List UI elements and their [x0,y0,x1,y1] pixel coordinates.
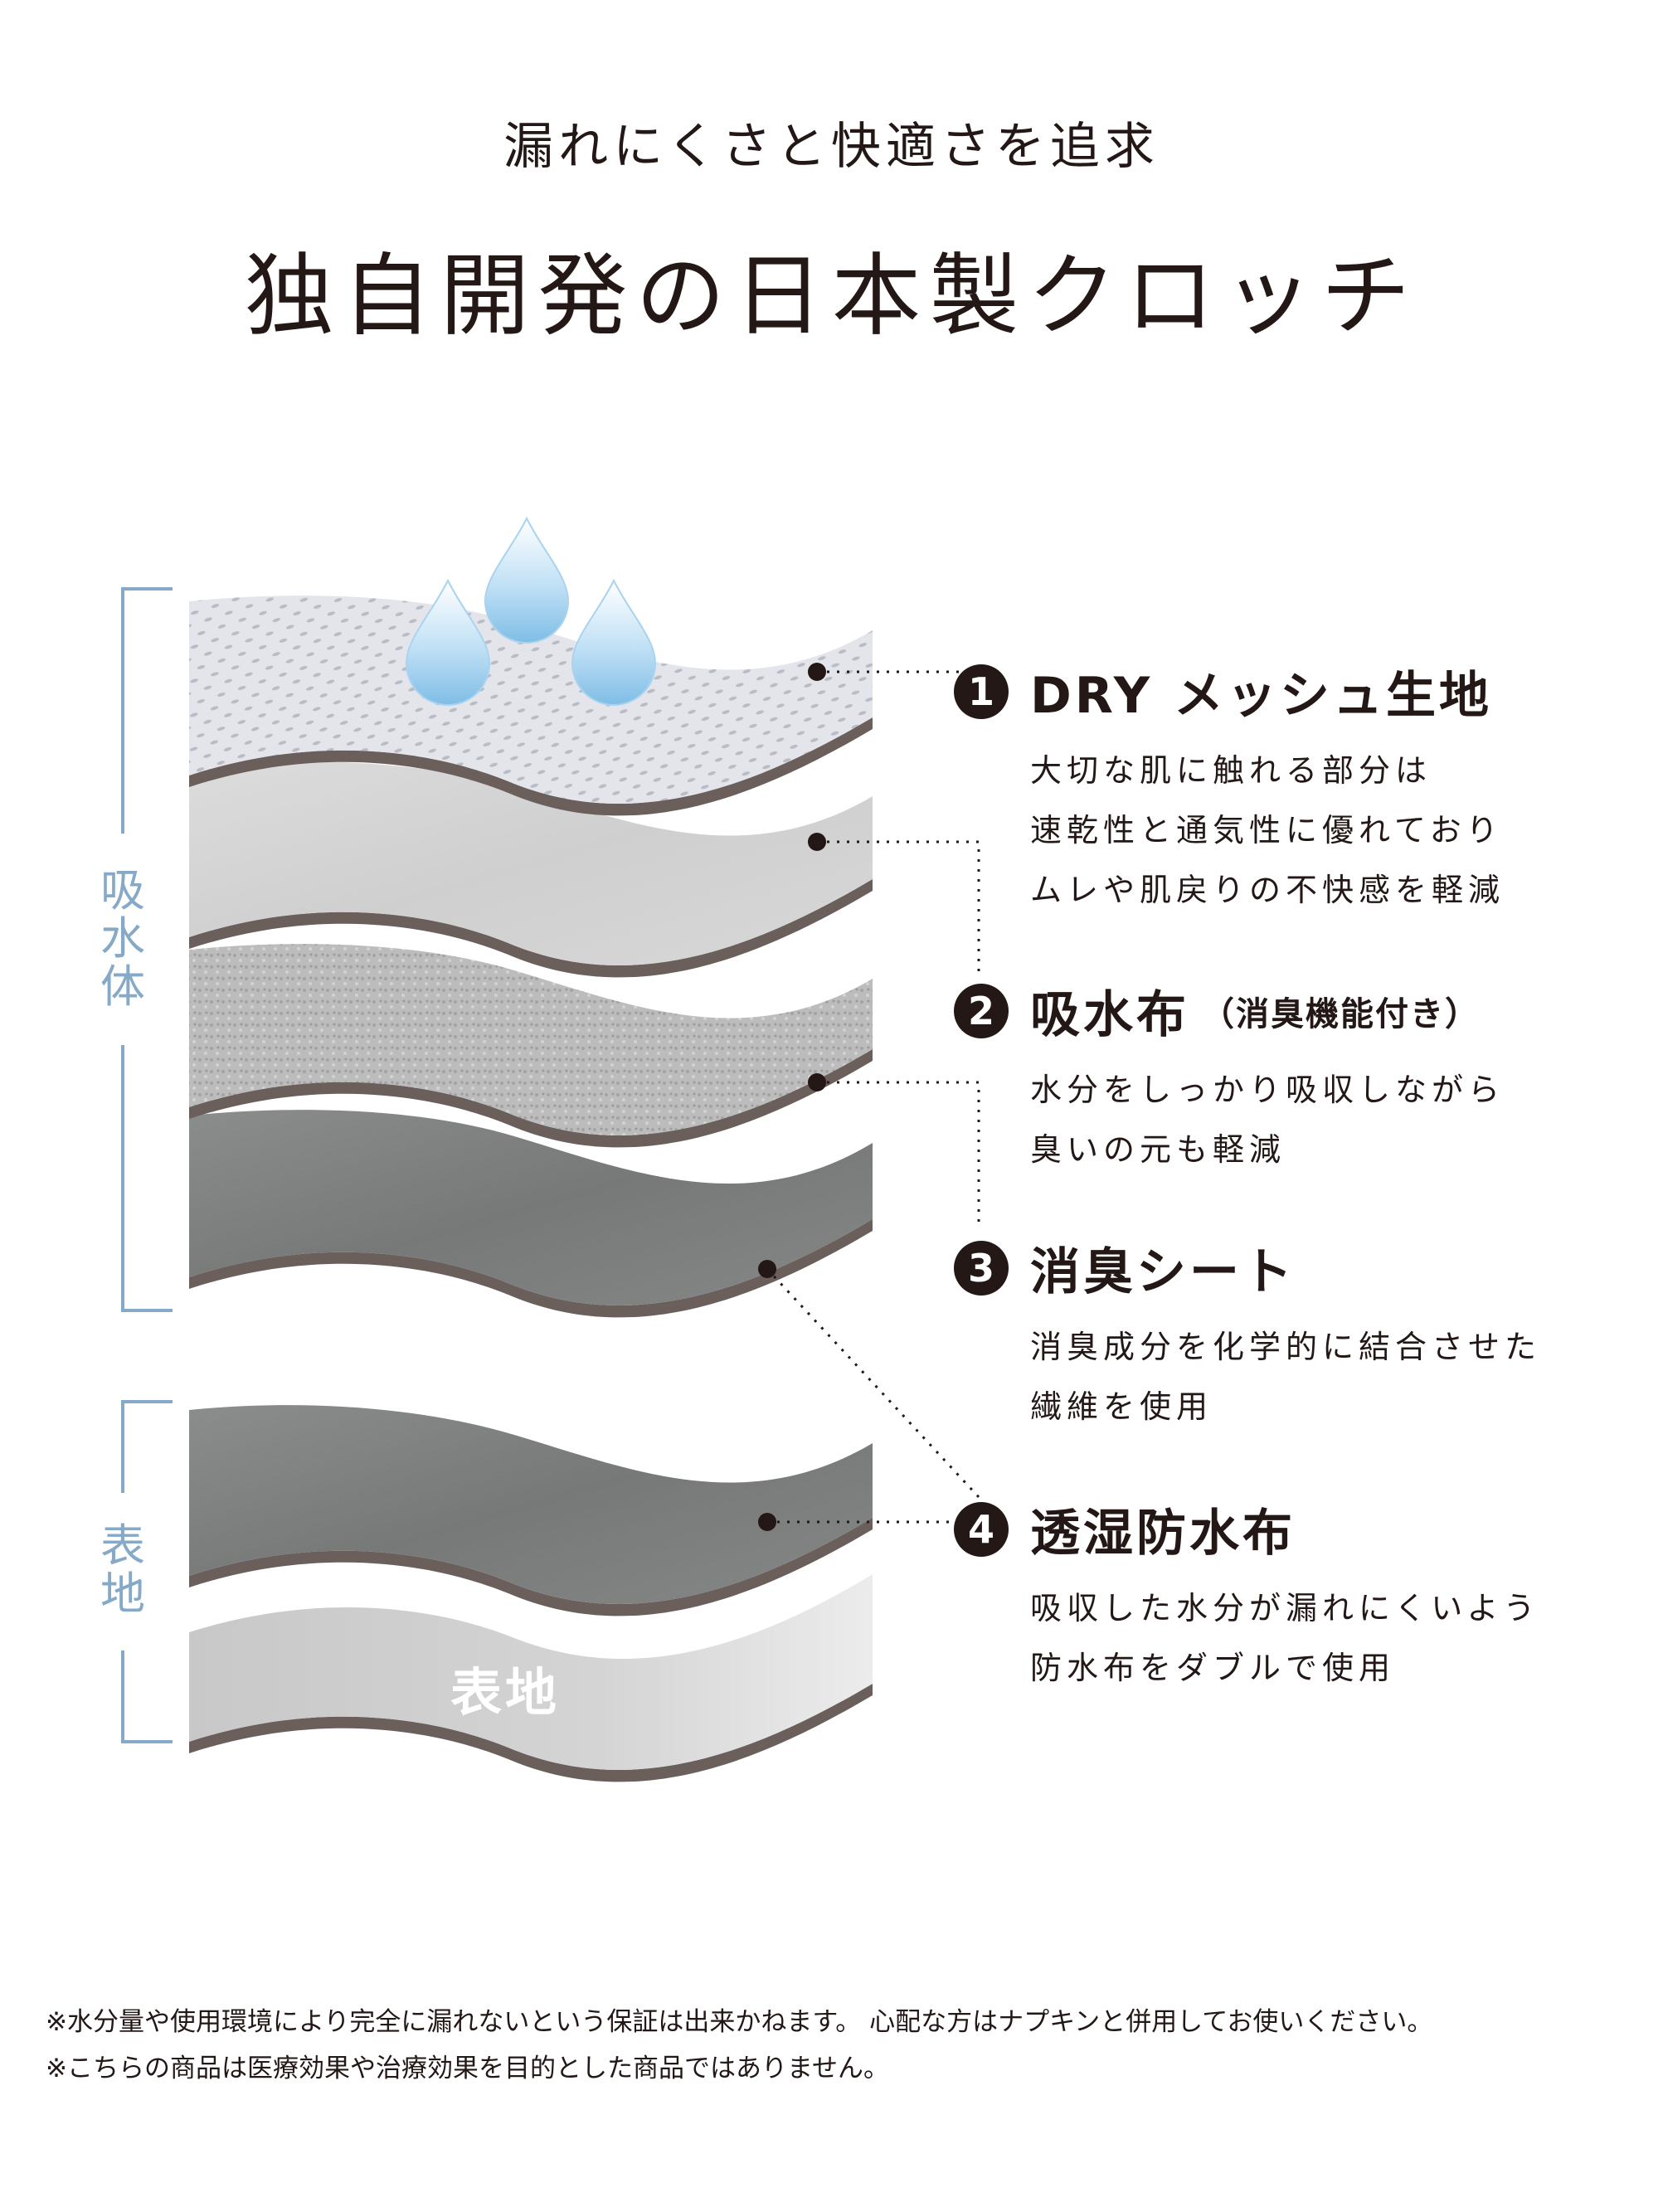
layer-title-4: 4 透湿防水布 [954,1493,1539,1565]
desc-line: 水分をしっかり吸収しながら [1030,1072,1505,1108]
layer-note-2: （消臭機能付き） [1201,994,1480,1033]
disclaimer: ※水分量や使用環境により完全に漏れないという保証は出来かねます。 心配な方はナプ… [46,1999,1432,2092]
layer-name-3: 消臭シート [1030,1243,1296,1301]
desc-line: 大切な肌に触れる部分は [1030,752,1432,789]
layer-surface [189,1574,873,1782]
page-title: 独自開発の日本製クロッチ [244,245,1419,348]
layer-title-1: 1 DRY メッシュ生地 [954,655,1505,727]
leader-lines [766,670,980,1524]
layer-info-1: 1 DRY メッシュ生地 大切な肌に触れる部分は 速乾性と通気性に優れており ム… [954,655,1505,920]
desc-line: 速乾性と通気性に優れており [1030,812,1503,848]
disclaimer-line: ※こちらの商品は医療効果や治療効果を目的とした商品ではありません。 [46,2054,890,2083]
layer-deodorant-sheet [189,944,873,1148]
layer-desc-2: 水分をしっかり吸収しながら 臭いの元も軽減 [1030,1060,1505,1179]
layer-desc-1: 大切な肌に触れる部分は 速乾性と通気性に優れており ムレや肌戻りの不快感を軽減 [1030,741,1505,920]
layer-info-4: 4 透湿防水布 吸収した水分が漏れにくいよう 防水布をダブルで使用 [954,1493,1539,1698]
group-label-surface: 表地 [100,1519,145,1620]
desc-line: 繊維を使用 [1030,1388,1213,1425]
layer-info-2: 2 吸水布 （消臭機能付き） 水分をしっかり吸収しながら 臭いの元も軽減 [954,975,1505,1179]
subtitle: 漏れにくさと快適さを追求 [503,118,1160,176]
layer-waterproof-top [189,1110,873,1318]
layer-number-2: 2 [954,983,1009,1038]
desc-line: 消臭成分を化学的に結合させた [1030,1329,1542,1365]
layer-absorbent-cloth [189,761,873,978]
surface-bracket [121,1400,173,1743]
water-drop-icon [405,516,657,706]
layer-title-3: 3 消臭シート [954,1232,1541,1304]
layer-name-1: DRY メッシュ生地 [1030,667,1493,725]
desc-line: 吸収した水分が漏れにくいよう [1030,1590,1540,1626]
group-label-absorbent: 吸水体 [100,864,145,1013]
layer-dry-mesh [189,596,873,816]
layer-desc-3: 消臭成分を化学的に結合させた 繊維を使用 [1030,1317,1541,1437]
layer-waterproof-bottom [189,1405,873,1616]
desc-line: 臭いの元も軽減 [1030,1131,1286,1168]
layer-number-1: 1 [954,664,1009,719]
layer-title-2: 2 吸水布 （消臭機能付き） [954,975,1505,1047]
layer-desc-4: 吸収した水分が漏れにくいよう 防水布をダブルで使用 [1030,1578,1539,1698]
leader-dots [758,663,826,1531]
layer-number-3: 3 [954,1240,1009,1296]
layer-name-2: 吸水布 [1030,986,1189,1044]
layer-info-3: 3 消臭シート 消臭成分を化学的に結合させた 繊維を使用 [954,1232,1541,1437]
absorbent-bracket [121,587,173,1312]
desc-line: ムレや肌戻りの不快感を軽減 [1030,872,1505,908]
disclaimer-line: ※水分量や使用環境により完全に漏れないという保証は出来かねます。 心配な方はナプ… [46,2007,1433,2037]
layer-name-4: 透湿防水布 [1030,1505,1296,1563]
layer-number-4: 4 [954,1501,1009,1557]
surface-layer-label: 表地 [450,1662,561,1723]
desc-line: 防水布をダブルで使用 [1030,1650,1396,1686]
